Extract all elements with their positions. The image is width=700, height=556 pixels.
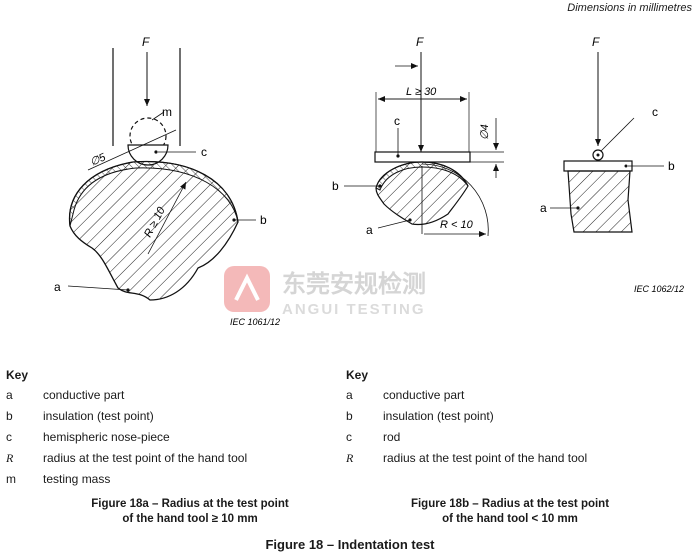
figure-18a-drawing: F m c b a ∅5 R ≥ 10 IEC 1061/12: [54, 35, 280, 327]
main-caption: Figure 18 – Indentation test: [265, 537, 435, 552]
key-left-list: a conductive part b insulation (test point)…: [6, 388, 326, 498]
watermark-cn: 东莞安规检测: [282, 270, 426, 298]
key-item: m testing mass: [6, 472, 326, 490]
key-right-list: a conductive part b insulation (test point)…: [346, 388, 666, 478]
caption-18a: Figure 18a – Radius at the test point of…: [40, 497, 340, 527]
key-right-title: Key: [346, 368, 369, 382]
label-L: L ≥ 30: [406, 86, 437, 98]
watermark: 东莞安规检测 ANGUI TESTING: [222, 262, 452, 322]
key-description: insulation (test point): [43, 409, 154, 423]
insulation-layer-a: [69, 161, 239, 227]
key-item: a conductive part: [346, 388, 666, 406]
key-letter: R: [346, 451, 354, 465]
iec-ref-a: IEC 1061/12: [230, 317, 280, 327]
label-c-b2: c: [652, 105, 658, 119]
conductive-part-b2: [567, 170, 633, 233]
key-item: a conductive part: [6, 388, 326, 406]
key-letter: b: [6, 409, 13, 423]
key-letter: m: [6, 472, 16, 486]
caption-18a-line2: of the hand tool ≥ 10 mm: [122, 513, 258, 525]
iec-ref-b: IEC 1062/12: [634, 284, 684, 294]
caption-18a-line1: Figure 18a – Radius at the test point: [91, 498, 289, 510]
key-left-title: Key: [6, 368, 29, 382]
label-a-b2: a: [540, 201, 547, 215]
label-a-b1: a: [366, 223, 373, 237]
insulation-layer-b2: [563, 160, 633, 172]
key-description: rod: [383, 430, 401, 444]
label-F-b2: F: [592, 35, 600, 49]
key-letter: c: [6, 430, 12, 444]
label-c-a: c: [201, 145, 207, 159]
watermark-en: ANGUI TESTING: [282, 301, 426, 318]
rod: [374, 151, 471, 163]
watermark-logo: [224, 266, 270, 312]
key-description: conductive part: [43, 388, 125, 402]
insulation-layer-b: [375, 161, 469, 191]
label-b-a: b: [260, 213, 267, 227]
label-diameter-a: ∅5: [88, 151, 108, 169]
key-description: radius at the test point of the hand too…: [383, 451, 588, 465]
key-item: b insulation (test point): [6, 409, 326, 427]
figure-18b-drawing: F L ≥ 30 c ∅4 R < 10 b a: [332, 35, 504, 237]
label-radius-b: R < 10: [440, 219, 474, 231]
figure-18b-right-drawing: F c b a IEC 1062/12: [540, 35, 684, 294]
label-b-b1: b: [332, 179, 339, 193]
label-dia4: ∅4: [479, 124, 491, 140]
key-description: conductive part: [383, 388, 465, 402]
key-description: radius at the test point of the hand too…: [43, 451, 248, 465]
caption-18b-line2: of the hand tool < 10 mm: [442, 513, 578, 525]
key-description: testing mass: [43, 472, 111, 486]
label-F-a: F: [142, 35, 150, 49]
key-letter: a: [346, 388, 353, 402]
key-letter: b: [346, 409, 353, 423]
technical-drawing: F m c b a ∅5 R ≥ 10 IEC 1061/12 F L ≥ 30…: [54, 35, 684, 327]
key-item: c rod: [346, 430, 666, 448]
key-item: c hemispheric nose-piece: [6, 430, 326, 448]
key-letter: a: [6, 388, 13, 402]
key-description: hemispheric nose-piece: [43, 430, 170, 444]
label-F-b1: F: [416, 35, 424, 49]
key-letter: R: [6, 451, 14, 465]
caption-18b-line1: Figure 18b – Radius at the test point: [410, 498, 610, 510]
key-letter: c: [346, 430, 352, 444]
caption-18b: Figure 18b – Radius at the test point of…: [360, 497, 660, 527]
label-c-b1: c: [394, 114, 400, 128]
dimensions-note: Dimensions in millimetres: [567, 2, 692, 14]
label-m-a: m: [162, 105, 172, 119]
key-item: b insulation (test point): [346, 409, 666, 427]
testing-mass-tube: [112, 48, 181, 146]
label-a-a: a: [54, 280, 61, 294]
key-description: insulation (test point): [383, 409, 494, 423]
label-b-b2: b: [668, 159, 675, 173]
